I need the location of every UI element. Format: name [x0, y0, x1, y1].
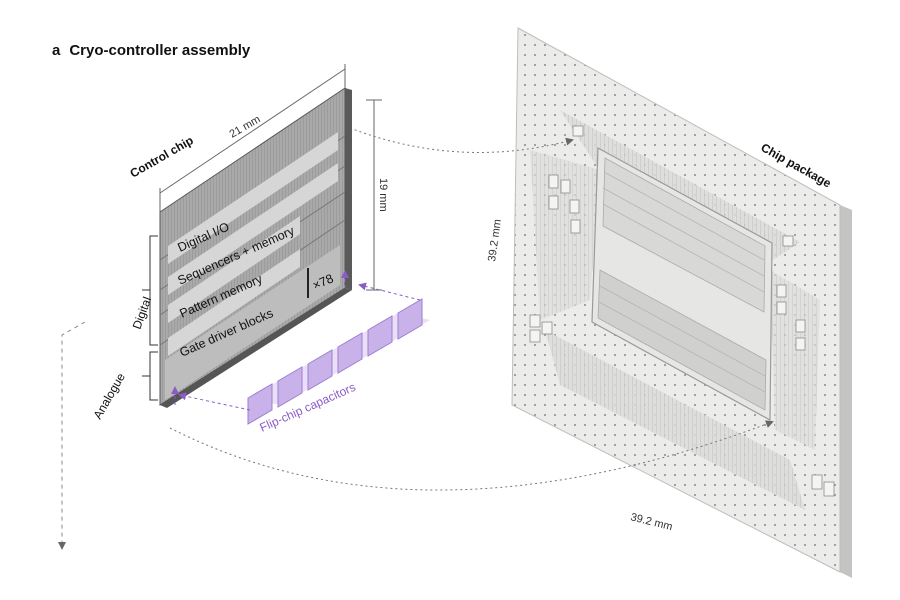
figure-heading: a Cryo-controller assembly: [52, 42, 250, 59]
panel-letter: a: [52, 42, 61, 59]
capacitor-6: [397, 298, 423, 340]
connector-arc-bottom: [169, 420, 774, 491]
chip-label: Control chip: [128, 133, 196, 180]
capacitor-5: [367, 315, 393, 357]
chip-width-dimension-line: [159, 68, 346, 194]
digital-label: Digital: [130, 295, 155, 331]
package-traces-bottom: [545, 330, 805, 510]
package-components: [529, 125, 835, 497]
analogue-bracket: Analogue: [90, 351, 158, 422]
package-side-dimension: 39.2 mm: [486, 218, 504, 262]
analogue-label: Analogue: [90, 370, 128, 421]
package-bottom-dimension: 39.2 mm: [629, 511, 673, 533]
capacitor-2: [277, 366, 303, 408]
figure-title: Cryo-controller assembly: [69, 42, 251, 59]
chip-package: Chip package 39.2 mm 39.2 mm: [486, 27, 852, 578]
capacitor-3: [307, 349, 333, 391]
chip-height-dimension: 19 mm: [377, 178, 389, 212]
capacitor-arrow-top: [358, 282, 421, 301]
downward-guide-arrow: [58, 321, 86, 550]
package-traces-top: [560, 110, 800, 262]
control-chip: Digital I/O Sequencers + memory Pattern …: [128, 64, 389, 408]
capacitor-arrow-bottom: [178, 392, 251, 411]
capacitor-1: [247, 383, 273, 425]
capacitor-4: [337, 332, 363, 374]
digital-bracket: Digital: [130, 235, 158, 346]
